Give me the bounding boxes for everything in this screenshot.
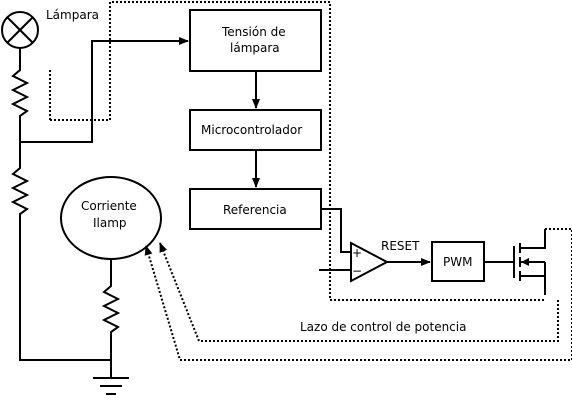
reference-to-comparator-wire: [321, 208, 351, 253]
pwm-block: [431, 241, 485, 282]
comparator-minus-sign: −: [352, 264, 362, 278]
ground-icon: [93, 377, 129, 395]
reference-block: [189, 188, 322, 230]
reference-label: Referencia: [223, 203, 287, 217]
feedback-loop-inner: [159, 242, 559, 342]
upper-resistor: [10, 48, 30, 142]
shunt-resistor: [101, 259, 121, 378]
lamp-symbol: [1, 11, 39, 49]
reset-label: RESET: [381, 239, 420, 253]
lamp-voltage-label-line2: lámpara: [230, 41, 280, 55]
control-block-dotted-boundary: [50, 1, 545, 301]
mosfet-icon: [513, 229, 546, 295]
lamp-label: Lámpara: [46, 8, 99, 22]
pwm-label: PWM: [443, 255, 472, 269]
current-label-line2: Ilamp: [93, 216, 127, 230]
microcontroller-block: [189, 109, 322, 151]
feedback-loop-outer: [144, 228, 572, 361]
microcontroller-label: Microcontrolador: [201, 123, 302, 137]
lamp-voltage-label-line1: Tensión de: [221, 25, 286, 39]
current-label-line1: Corriente: [81, 199, 137, 213]
comparator-symbol: [350, 241, 390, 283]
lamp-voltage-sense-wire: [20, 37, 189, 143]
lower-resistor: [10, 142, 110, 361]
comparator-plus-sign: +: [352, 246, 362, 260]
power-loop-label: Lazo de control de potencia: [300, 320, 466, 334]
